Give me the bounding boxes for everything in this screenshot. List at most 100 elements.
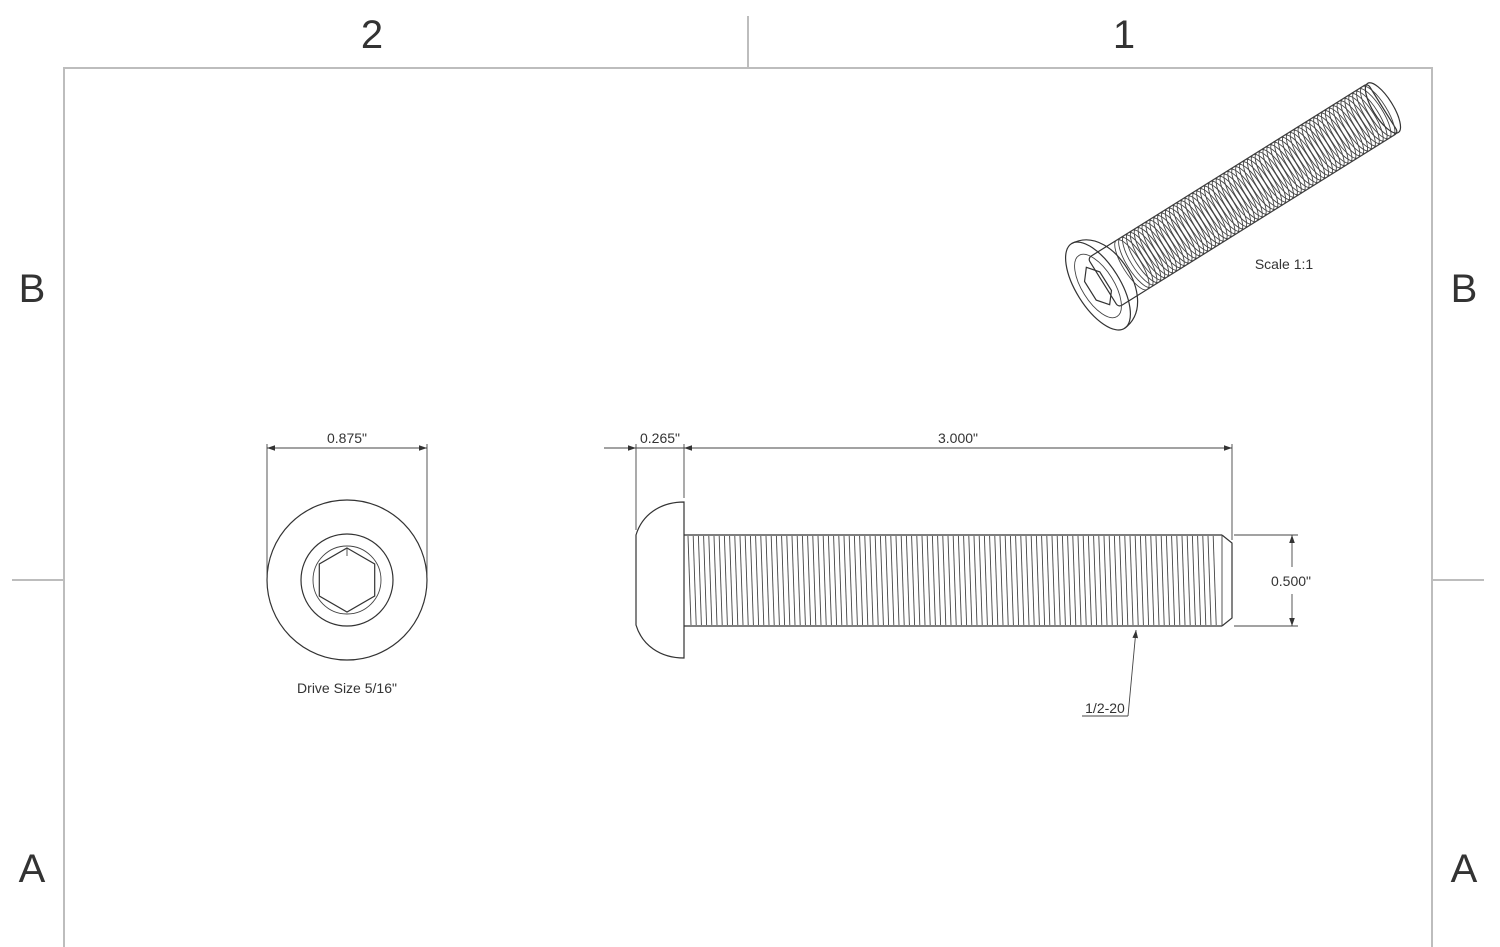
sheet-frame	[12, 16, 1484, 947]
thread-line	[1124, 535, 1129, 626]
thread-line	[1061, 535, 1066, 626]
thread-line	[994, 535, 999, 626]
thread-line	[1093, 535, 1098, 626]
thread-line	[817, 535, 822, 626]
thread-line	[1082, 535, 1087, 626]
isometric-thread-lines	[1114, 85, 1396, 291]
thread-line	[973, 535, 978, 626]
thread-line	[874, 535, 879, 626]
thread-line	[1046, 535, 1051, 626]
thread-line	[791, 535, 796, 626]
isometric-thread-ring	[1348, 93, 1384, 145]
thread-line	[978, 535, 983, 626]
thread-line	[1108, 535, 1113, 626]
thread-line	[1004, 535, 1009, 626]
thread-line	[1030, 535, 1035, 626]
thread-line	[999, 535, 1004, 626]
thread-line	[687, 535, 692, 626]
zone-label-row-b-left: B	[19, 267, 46, 311]
thread-line	[1072, 535, 1077, 626]
thread-line	[1186, 535, 1191, 626]
thread-line	[734, 535, 739, 626]
thread-line	[1119, 535, 1124, 626]
thread-line	[859, 535, 864, 626]
thread-line	[937, 535, 942, 626]
thread-line	[744, 535, 749, 626]
thread-line	[952, 535, 957, 626]
thread-line	[864, 535, 869, 626]
thread-line	[853, 535, 858, 626]
thread-line	[879, 535, 884, 626]
thread-line	[749, 535, 754, 626]
isometric-view	[1064, 82, 1402, 331]
thread-line	[1139, 535, 1144, 626]
thread-line	[1212, 535, 1217, 626]
drive-size-note: Drive Size 5/16"	[297, 680, 397, 696]
thread-line	[796, 535, 801, 626]
side-view	[604, 444, 1298, 717]
thread-line	[1087, 535, 1092, 626]
thread-line	[989, 535, 994, 626]
zone-label-row-b-right: B	[1451, 267, 1478, 311]
isometric-thread-ring	[1360, 85, 1396, 137]
thread-line	[900, 535, 905, 626]
thread-line	[1009, 535, 1014, 626]
thread-line	[963, 535, 968, 626]
thread-line	[801, 535, 806, 626]
thread-line	[848, 535, 853, 626]
thread-line	[739, 535, 744, 626]
thread-line	[692, 535, 697, 626]
thread-line	[957, 535, 962, 626]
thread-line	[718, 535, 723, 626]
thread-line	[1067, 535, 1072, 626]
thread-line	[1041, 535, 1046, 626]
thread-line	[827, 535, 832, 626]
thread-line	[869, 535, 874, 626]
thread-line	[895, 535, 900, 626]
thread-line	[890, 535, 895, 626]
thread-line	[822, 535, 827, 626]
thread-line	[947, 535, 952, 626]
thread-line	[1129, 535, 1134, 626]
thread-line	[1077, 535, 1082, 626]
length-dimension: 3.000"	[938, 430, 978, 446]
thread-line	[931, 535, 936, 626]
scale-note: Scale 1:1	[1255, 256, 1314, 272]
thread-line	[916, 535, 921, 626]
thread-line	[1171, 535, 1176, 626]
thread-line	[942, 535, 947, 626]
thread-line	[697, 535, 702, 626]
thread-line	[770, 535, 775, 626]
thread-line	[843, 535, 848, 626]
isometric-thread-ring	[1356, 88, 1392, 140]
head-height-dimension: 0.265"	[640, 430, 680, 446]
thread-line	[968, 535, 973, 626]
thread-line	[1165, 535, 1170, 626]
zone-label-col-2: 2	[361, 13, 383, 57]
thread-line	[812, 535, 817, 626]
thread-line	[926, 535, 931, 626]
thread-line	[755, 535, 760, 626]
thread-line	[921, 535, 926, 626]
thread-line	[905, 535, 910, 626]
thread-line	[708, 535, 713, 626]
thread-line	[775, 535, 780, 626]
zone-label-row-a-right: A	[1451, 847, 1478, 891]
end-view	[266, 444, 428, 661]
thread-lines	[687, 535, 1217, 626]
thread-line	[1020, 535, 1025, 626]
thread-line	[1015, 535, 1020, 626]
thread-line	[1098, 535, 1103, 626]
thread-line	[838, 535, 843, 626]
thread-line	[703, 535, 708, 626]
thread-line	[760, 535, 765, 626]
thread-line	[1103, 535, 1108, 626]
thread-line	[1113, 535, 1118, 626]
thread-line	[983, 535, 988, 626]
thread-line	[1035, 535, 1040, 626]
head-diameter-dimension: 0.875"	[327, 430, 367, 446]
thread-line	[1145, 535, 1150, 626]
thread-line	[723, 535, 728, 626]
thread-line	[885, 535, 890, 626]
